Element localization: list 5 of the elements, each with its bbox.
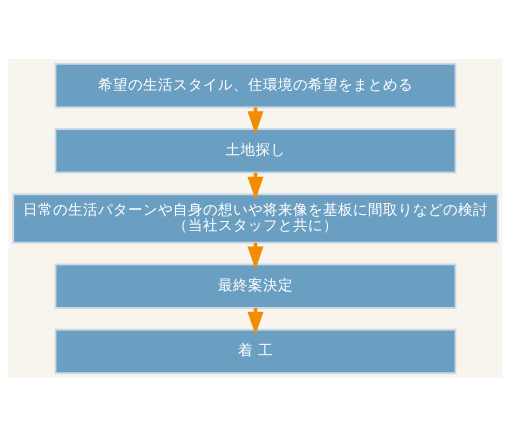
node-box: 日常の生活パターンや自身の想いや将来像を基板に間取りなどの検討 （当社スタッフと共に）	[12, 192, 499, 244]
node-box: 希望の生活スタイル、住環境の希望をまとめる	[54, 62, 456, 108]
node-box: 最終案決定	[54, 263, 456, 308]
node-box: 着 工	[54, 328, 456, 374]
node-box: 土地探し	[54, 128, 456, 173]
